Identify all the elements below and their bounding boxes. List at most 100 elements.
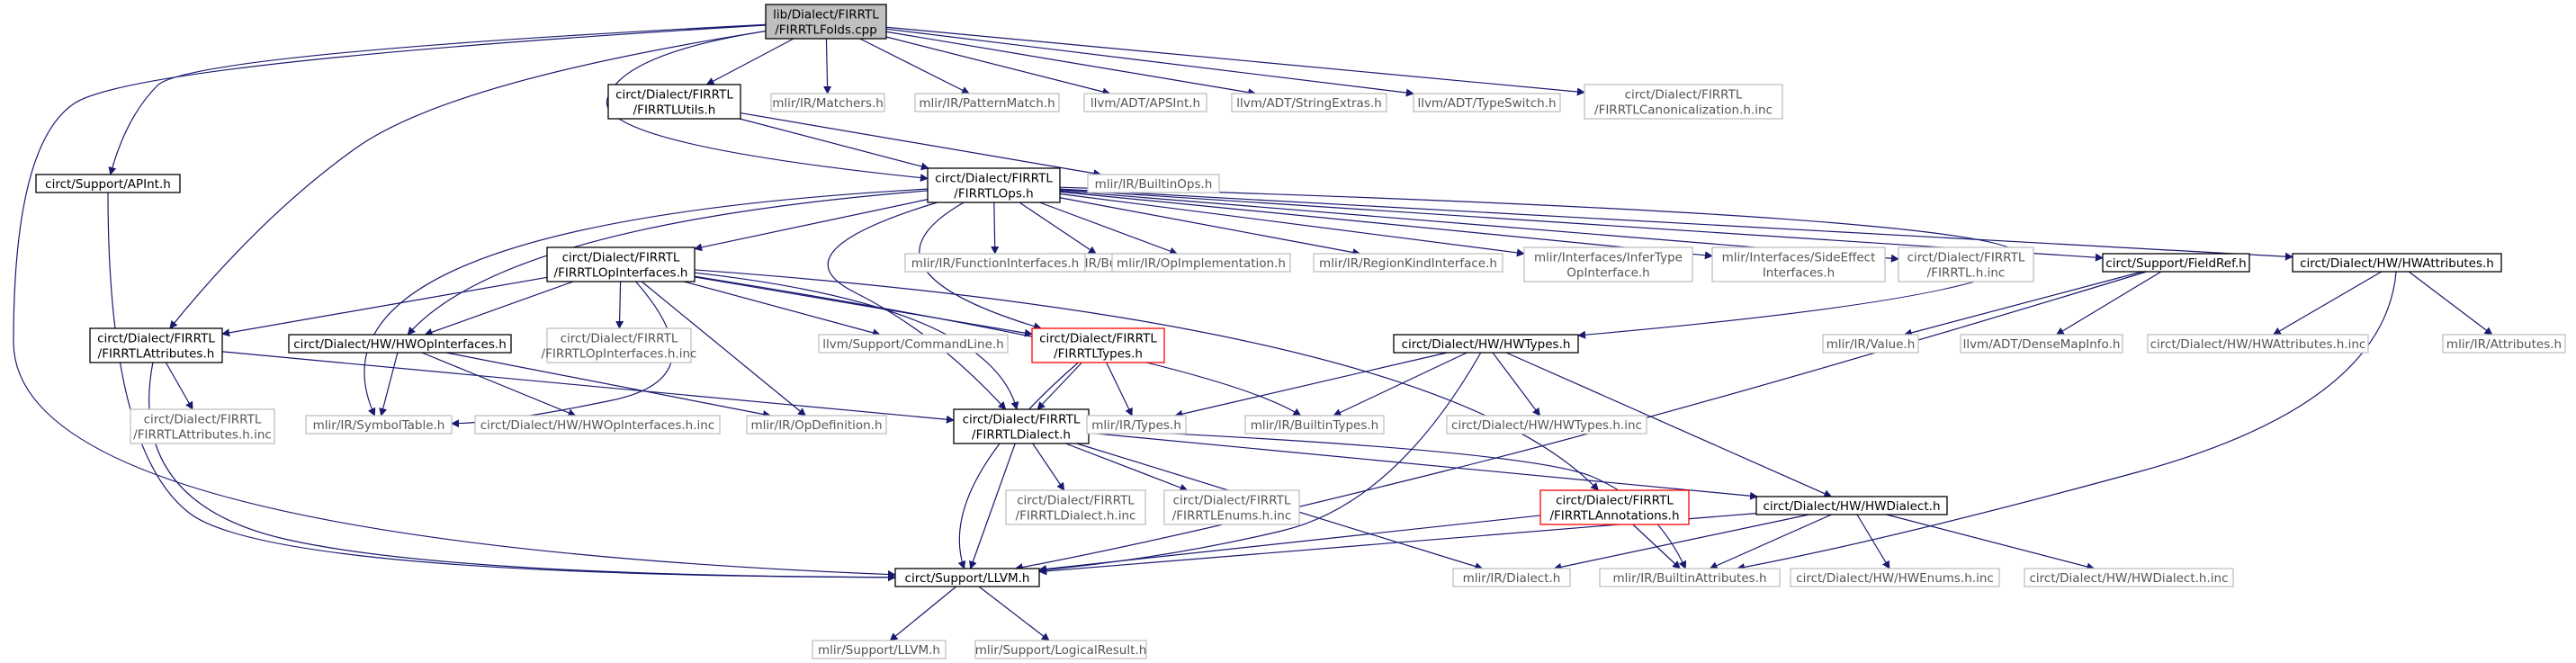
edge-opinterfaces-to-opinterfacesinc <box>615 281 624 329</box>
node-hwdialect[interactable]: circt/Dialect/HW/HWDialect.h <box>1755 496 1948 515</box>
node-label: OpInterface.h <box>1566 266 1649 281</box>
node-label: circt/Dialect/FIRRTL <box>97 332 215 346</box>
node-supportapint[interactable]: circt/Support/APInt.h <box>35 174 181 193</box>
node-opinterfaces[interactable]: circt/Dialect/FIRRTL/FIRRTLOpInterfaces.… <box>546 246 696 282</box>
node-box <box>1083 93 1207 112</box>
node-box <box>2442 334 2566 354</box>
edge-opinterfaces-to-opdef <box>641 281 806 417</box>
edge-ops-to-fieldref <box>1059 189 2104 262</box>
node-opdef: mlir/IR/OpDefinition.h <box>746 415 887 435</box>
edge-hwtypes-to-builtintypes <box>1333 352 1468 417</box>
node-hwtypesinc: circt/Dialect/HW/HWTypes.h.inc <box>1446 415 1647 435</box>
edge-opinterfaces-to-firtypes <box>694 276 1033 337</box>
node-utils[interactable]: circt/Dialect/FIRRTL/FIRRTLUtils.h <box>607 84 741 120</box>
node-label: mlir/Interfaces/SideEffect <box>1722 251 1876 265</box>
node-box <box>2147 334 2369 354</box>
edge-hwopinterfaces-to-symboltable <box>379 352 399 417</box>
node-label: circt/Dialect/FIRRTL <box>144 413 262 427</box>
node-box <box>1031 327 1165 363</box>
node-firdialect[interactable]: circt/Dialect/FIRRTL/FIRRTLDialect.h <box>953 408 1090 444</box>
node-canon: circt/Dialect/FIRRTL/FIRRTLCanonicalizat… <box>1584 84 1783 120</box>
node-box <box>1163 489 1300 525</box>
node-box <box>1413 93 1561 112</box>
node-logicalresult: mlir/Support/LogicalResult.h <box>974 640 1147 659</box>
node-label: mlir/IR/Matchers.h <box>772 96 884 111</box>
edge-firtypes-to-llvmh <box>957 362 1079 569</box>
edge-root-to-typeswitch <box>885 28 1414 97</box>
node-commandline: llvm/Support/CommandLine.h <box>818 334 1009 354</box>
edge-firattrs-to-firdialect <box>221 351 955 424</box>
edge-hwdialect-to-builtinattrs <box>1709 514 1832 569</box>
node-firattrs[interactable]: circt/Dialect/FIRRTL/FIRRTLAttributes.h <box>89 327 223 363</box>
node-opimpl: mlir/IR/OpImplementation.h <box>1111 253 1291 273</box>
node-label: /FIRRTLDialect.h <box>972 428 1071 443</box>
node-box <box>89 327 223 363</box>
edge-hwtypes-to-llvmh <box>1038 352 1482 574</box>
node-label: circt/Dialect/FIRRTL <box>561 332 678 346</box>
node-irdialect: mlir/IR/Dialect.h <box>1452 568 1571 587</box>
node-hwattrs[interactable]: circt/Dialect/HW/HWAttributes.h <box>2292 253 2502 273</box>
node-label: circt/Dialect/FIRRTL <box>1173 494 1291 508</box>
edge-root-to-supportapint <box>108 23 767 175</box>
edge-fieldref-to-densemapinfo <box>2055 271 2162 336</box>
node-llvmh[interactable]: circt/Support/LLVM.h <box>894 568 1040 587</box>
node-firrtlhinc: circt/Dialect/FIRRTL/FIRRTL.h.inc <box>1898 246 2034 282</box>
node-label: circt/Dialect/FIRRTL <box>1625 88 1743 103</box>
node-hwtypes[interactable]: circt/Dialect/HW/HWTypes.h <box>1393 334 1579 354</box>
node-box <box>818 334 1009 354</box>
node-box <box>546 246 696 282</box>
node-label: mlir/IR/Value.h <box>1827 337 1916 352</box>
node-builtintypes: mlir/IR/BuiltinTypes.h <box>1244 415 1385 435</box>
node-label: circt/Dialect/HW/HWDialect.h.inc <box>2029 571 2228 586</box>
node-label: /FIRRTL.h.inc <box>1927 266 2006 281</box>
node-label: mlir/IR/RegionKindInterface.h <box>1319 256 1497 271</box>
node-irtypes: mlir/IR/Types.h <box>1086 415 1187 435</box>
edge-firattrs-to-llvmh <box>148 362 896 582</box>
edge-hwopinterfaces-to-hwopinterfacesinc <box>421 352 577 417</box>
node-hwopinterfaces[interactable]: circt/Dialect/HW/HWOpInterfaces.h <box>288 334 512 354</box>
node-label: circt/Dialect/FIRRTL <box>963 413 1081 427</box>
node-label: mlir/IR/BuiltinAttributes.h <box>1612 571 1766 586</box>
edge-firdialect-to-firenumsinc <box>1065 443 1189 492</box>
node-label: circt/Dialect/FIRRTL <box>1039 332 1157 346</box>
edge-hwtypes-to-irtypes <box>1174 352 1448 418</box>
node-box <box>474 415 721 435</box>
edge-ops-to-regionkind <box>1059 197 1361 256</box>
node-label: mlir/Support/LogicalResult.h <box>975 643 1147 658</box>
edge-firattrs-to-firattrsinc <box>165 362 193 410</box>
node-patternmatch: mlir/IR/PatternMatch.h <box>914 93 1060 112</box>
node-irattrs: mlir/IR/Attributes.h <box>2442 334 2566 354</box>
node-ops[interactable]: circt/Dialect/FIRRTL/FIRRTLOps.h <box>927 167 1061 203</box>
edge-firtypes-to-firdialect <box>1037 362 1082 410</box>
node-hwdialectinc: circt/Dialect/HW/HWDialect.h.inc <box>2024 568 2234 587</box>
node-firattrsinc: circt/Dialect/FIRRTL/FIRRTLAttributes.h.… <box>130 408 275 444</box>
node-hwattrsinc: circt/Dialect/HW/HWAttributes.h.inc <box>2147 334 2369 354</box>
node-label: llvm/Support/CommandLine.h <box>822 337 1003 352</box>
edge-hwdialect-to-irdialect <box>1553 514 1809 571</box>
node-label: mlir/IR/OpImplementation.h <box>1117 256 1286 271</box>
node-stringextras: llvm/ADT/StringExtras.h <box>1231 93 1387 112</box>
node-label: lib/Dialect/FIRRTL <box>773 8 879 22</box>
node-label: mlir/IR/BuiltinTypes.h <box>1251 418 1378 433</box>
node-label: circt/Support/APInt.h <box>45 177 171 192</box>
node-label: circt/Dialect/FIRRTL <box>615 88 733 103</box>
node-label: mlir/IR/PatternMatch.h <box>919 96 1055 111</box>
node-box <box>1452 568 1571 587</box>
edges-layer <box>13 23 2493 641</box>
node-funcinterfaces: mlir/IR/FunctionInterfaces.h <box>904 253 1086 273</box>
edge-root-to-apsint <box>885 36 1111 96</box>
node-label: llvm/ADT/DenseMapInfo.h <box>1963 337 2121 352</box>
node-fieldref[interactable]: circt/Support/FieldRef.h <box>2102 253 2250 273</box>
node-label: /FIRRTLAttributes.h <box>98 347 215 362</box>
node-box <box>1898 246 2034 282</box>
node-label: /FIRRTLOpInterfaces.h.inc <box>542 347 697 362</box>
node-firtypes[interactable]: circt/Dialect/FIRRTL/FIRRTLTypes.h <box>1031 327 1165 363</box>
node-box <box>288 334 512 354</box>
node-firannotations[interactable]: circt/Dialect/FIRRTL/FIRRTLAnnotations.h <box>1539 489 1690 525</box>
node-root[interactable]: lib/Dialect/FIRRTL/FIRRTLFolds.cpp <box>765 4 887 40</box>
edge-hwdialect-to-hwenumsinc <box>1856 514 1890 569</box>
node-box <box>953 408 1090 444</box>
node-box <box>1313 253 1503 273</box>
node-box <box>1523 246 1693 282</box>
node-box <box>1584 84 1783 120</box>
